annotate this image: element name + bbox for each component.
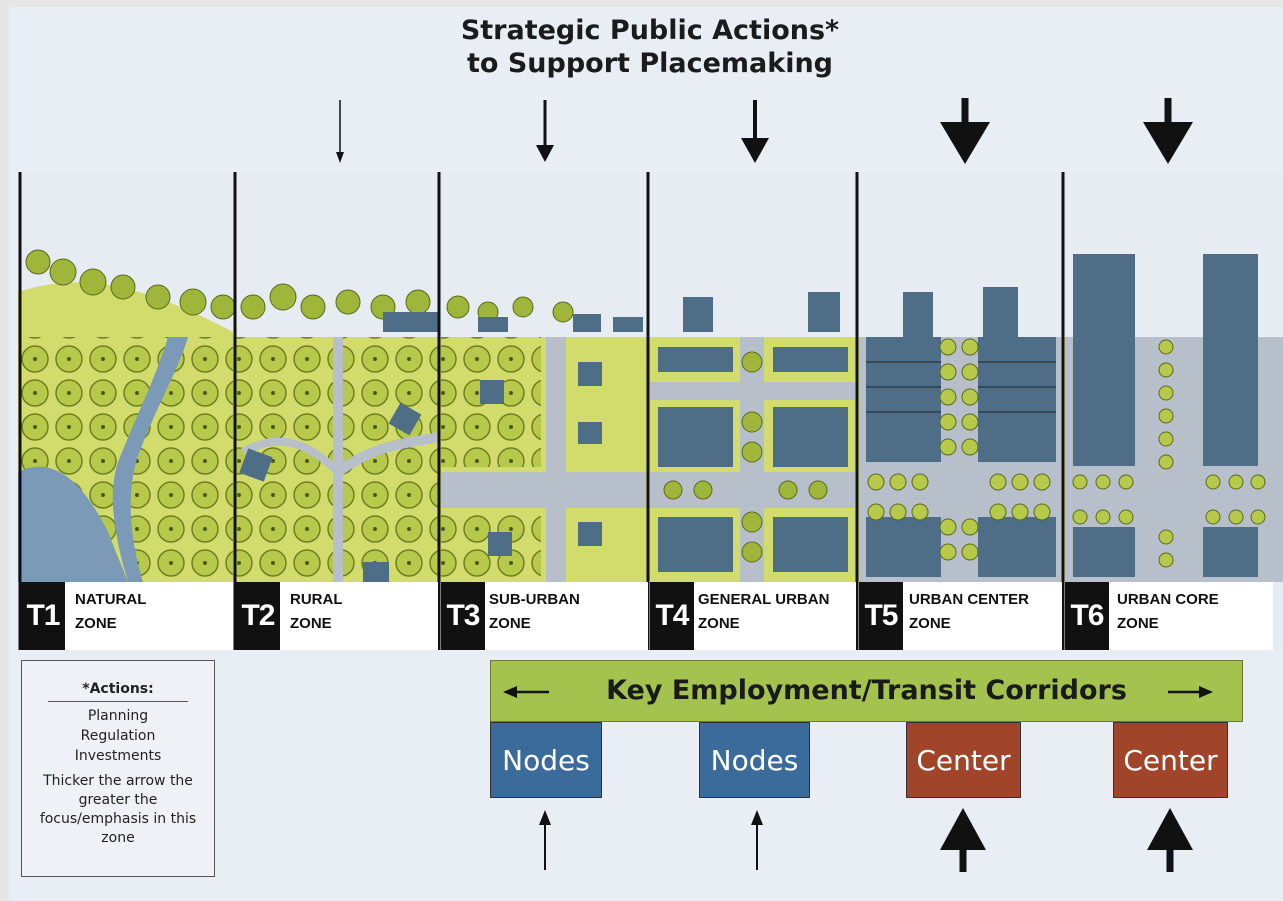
actions-item: Regulation [80,728,156,744]
zone-code-t2: T2 [236,582,280,650]
top-arrow-t4 [741,100,769,163]
center-box-1: Center [906,722,1021,798]
title-line-2: to Support Placemaking [466,48,834,79]
transect-illustration [18,172,1283,650]
actions-legend: *Actions: Planning Regulation Investment… [21,660,215,877]
zone-dividers [18,172,1065,650]
top-arrow-t5 [940,98,990,164]
node-box-1: Nodes [490,722,602,798]
zone-code-t1: T1 [21,582,65,650]
title-line-1: Strategic Public Actions* [460,15,840,46]
corridor-label: Key Employment/Transit Corridors [606,675,1127,706]
actions-item: Planning [87,708,149,724]
actions-note: Thicker the arrow the greater the focus/… [39,773,197,846]
zone-code-t5: T5 [859,582,903,650]
center-box-2: Center [1113,722,1228,798]
zone-t1-scene [18,249,236,582]
zone-code-t6: T6 [1065,582,1109,650]
zone-t4-scene [650,292,855,582]
corridor-arrows [503,686,1213,698]
zone-t6-scene [1065,254,1283,582]
zone-t3-scene [441,295,646,582]
actions-item: Investments [74,748,162,764]
top-arrow-t3 [536,100,554,162]
actions-heading: *Actions: [82,681,154,697]
zone-code-t4: T4 [650,582,694,650]
corridor-banner: Key Employment/Transit Corridors [490,660,1243,722]
bottom-arrow-center-2 [1147,808,1193,872]
bottom-arrow-center-1 [940,808,986,872]
top-arrow-t2 [336,100,344,163]
zone-code-t3: T3 [441,582,485,650]
diagram-title: Strategic Public Actions* to Support Pla… [0,14,1283,80]
top-arrow-t6 [1143,98,1193,164]
zone-t2-scene [236,283,440,582]
bottom-arrow-node-2 [751,810,763,870]
bottom-arrow-node-1 [539,810,551,870]
actions-divider [48,701,188,702]
node-box-2: Nodes [699,722,810,798]
zone-t5-scene [859,287,1061,582]
